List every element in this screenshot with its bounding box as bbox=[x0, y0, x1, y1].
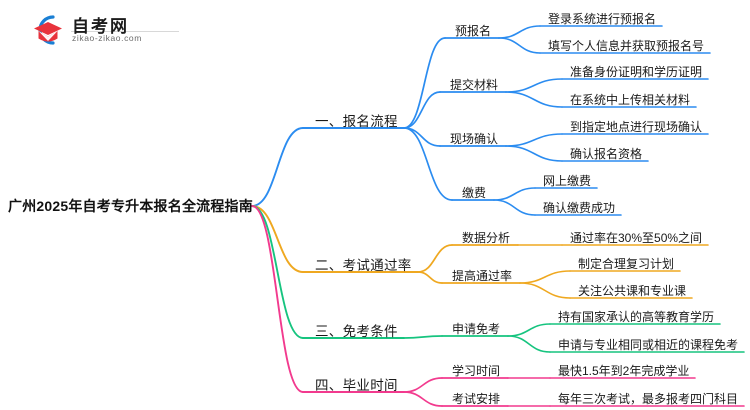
mindmap-branch-3[interactable]: 三、免考条件 bbox=[315, 324, 398, 339]
mindmap-subbranch[interactable]: 预报名 bbox=[455, 24, 492, 38]
mindmap-subbranch[interactable]: 缴费 bbox=[462, 186, 487, 200]
mindmap-leaf[interactable]: 通过率在30%至50%之间 bbox=[570, 231, 703, 245]
mindmap-subbranch[interactable]: 数据分析 bbox=[462, 231, 511, 245]
mindmap-branch-2[interactable]: 二、考试通过率 bbox=[315, 258, 412, 273]
logo-domain: zikao-zikao.com bbox=[72, 33, 142, 43]
mindmap-leaf[interactable]: 制定合理复习计划 bbox=[578, 257, 675, 271]
mindmap-root-node[interactable]: 广州2025年自考专升本报名全流程指南 bbox=[8, 198, 253, 214]
mindmap-leaf[interactable]: 网上缴费 bbox=[543, 174, 592, 188]
mindmap-leaf[interactable]: 最快1.5年到2年完成学业 bbox=[558, 364, 690, 378]
mindmap-leaf[interactable]: 申请与专业相同或相近的课程免考 bbox=[558, 338, 739, 352]
mindmap-branch-4[interactable]: 四、毕业时间 bbox=[315, 378, 398, 393]
mindmap-subbranch[interactable]: 提交材料 bbox=[450, 78, 499, 92]
mindmap-leaf[interactable]: 确认缴费成功 bbox=[543, 201, 616, 215]
mindmap-subbranch[interactable]: 提高通过率 bbox=[452, 269, 513, 283]
mindmap-subbranch[interactable]: 考试安排 bbox=[452, 392, 501, 406]
mindmap-leaf[interactable]: 持有国家承认的高等教育学历 bbox=[558, 310, 715, 324]
mindmap-subbranch[interactable]: 学习时间 bbox=[452, 364, 501, 378]
mindmap-leaf[interactable]: 准备身份证明和学历证明 bbox=[570, 65, 703, 79]
mindmap-branch-1[interactable]: 一、报名流程 bbox=[315, 114, 398, 129]
mindmap-leaf[interactable]: 确认报名资格 bbox=[570, 147, 643, 161]
mindmap-subbranch[interactable]: 现场确认 bbox=[450, 132, 499, 146]
mindmap-leaf[interactable]: 登录系统进行预报名 bbox=[548, 12, 657, 26]
graduation-cap-icon bbox=[34, 15, 62, 45]
mindmap-leaf[interactable]: 到指定地点进行现场确认 bbox=[570, 120, 703, 134]
mindmap-leaf[interactable]: 每年三次考试，最多报考四门科目 bbox=[558, 392, 739, 406]
mindmap-leaf[interactable]: 关注公共课和专业课 bbox=[578, 284, 687, 298]
mindmap-leaf[interactable]: 填写个人信息并获取预报名号 bbox=[548, 39, 705, 53]
logo-divider bbox=[71, 31, 179, 32]
logo-name-cn: 自考网 bbox=[72, 17, 129, 36]
mindmap-leaf[interactable]: 在系统中上传相关材料 bbox=[570, 93, 691, 107]
mindmap-subbranch[interactable]: 申请免考 bbox=[452, 322, 501, 336]
site-logo[interactable]: 自考网 zikao-zikao.com bbox=[30, 12, 190, 48]
